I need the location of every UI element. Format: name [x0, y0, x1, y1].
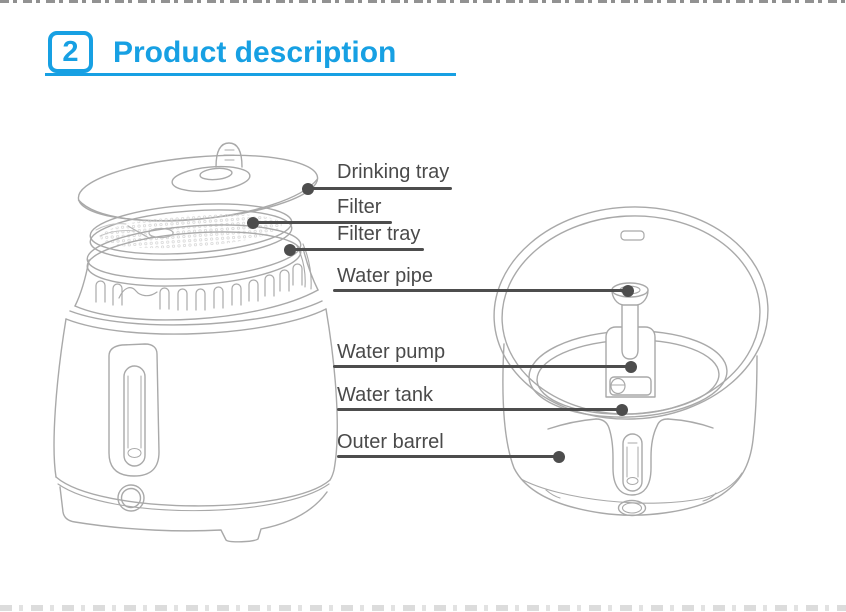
slotted-collar-drawing [74, 247, 319, 321]
callout-line-drinking-tray [302, 182, 452, 195]
section-number-box: 2 [48, 31, 93, 73]
outer-barrel-drawing [502, 343, 758, 516]
fountain-body-drawing [53, 300, 338, 543]
page-title: Product description [113, 36, 397, 69]
callout-line-water-tank [337, 403, 628, 416]
water-level-window-drawing [123, 365, 146, 467]
exploded-view-drawing [53, 142, 338, 543]
callout-label-water-tank: Water tank [337, 384, 433, 406]
callout-label-water-pump: Water pump [337, 341, 446, 363]
power-button-drawing [117, 484, 145, 512]
callout-label-water-pipe: Water pipe [337, 265, 433, 287]
callout-label-filter: Filter [337, 196, 382, 218]
callout-line-outer-barrel [337, 450, 565, 463]
top-edge-perforation [0, 0, 846, 3]
callout-label-filter-tray: Filter tray [337, 223, 421, 245]
callout-line-water-pipe [333, 284, 634, 297]
bottom-edge-perforation [0, 605, 846, 611]
assembled-view-drawing [493, 206, 769, 517]
callout-line-water-pump [333, 360, 637, 373]
section-number: 2 [62, 35, 79, 68]
callout-line-filter [247, 216, 392, 229]
callout-line-filter-tray [284, 243, 424, 256]
water-pipe-drawing [611, 282, 649, 360]
header-underline [45, 73, 456, 76]
tank-window-drawing [622, 433, 643, 492]
barrel-front-drawing [547, 418, 714, 517]
callout-label-outer-barrel: Outer barrel [337, 431, 444, 453]
callout-label-drinking-tray: Drinking tray [337, 161, 450, 183]
